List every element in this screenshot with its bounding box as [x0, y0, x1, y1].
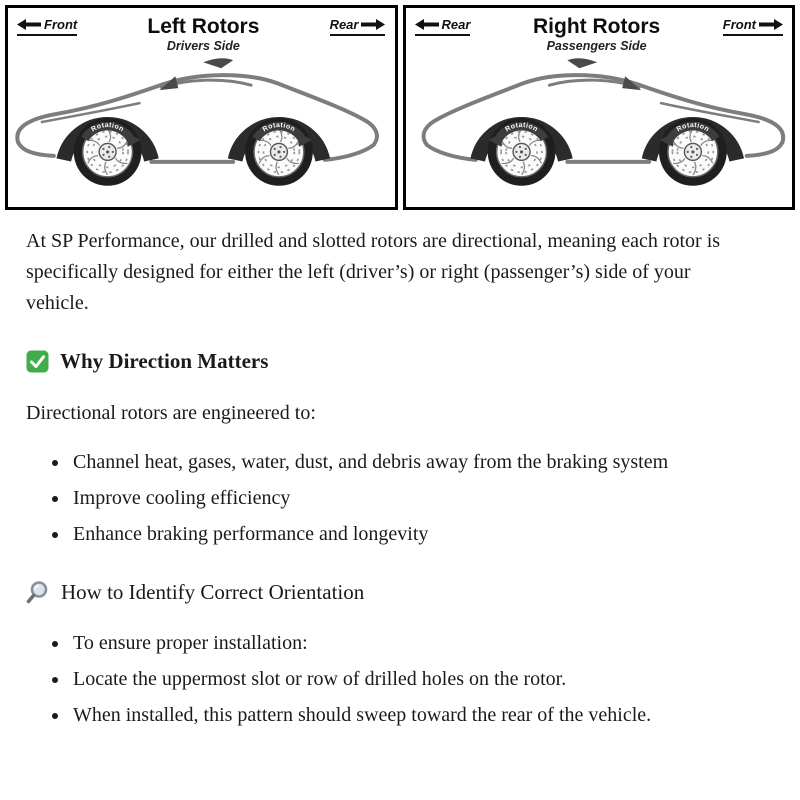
rotation-label: Rotation [504, 122, 538, 134]
rear-rotor: Rotation [245, 118, 313, 186]
list-item: To ensure proper installation: [70, 628, 725, 659]
arrow-right-icon [361, 19, 386, 30]
check-mark-icon [26, 350, 49, 373]
section1-lead: Directional rotors are engineered to: [26, 401, 316, 424]
rotation-label: Rotation [675, 122, 709, 134]
right-rotors-panel: Rear Right Rotors Passengers Side Front [402, 5, 795, 210]
section-heading-why-direction-matters: Why Direction Matters [26, 345, 774, 378]
rear-direction-label: Rear [329, 17, 386, 36]
left-panel-title-block: Left Rotors Drivers Side [147, 15, 259, 53]
rotation-arrow [81, 122, 135, 142]
svg-text:Rotation: Rotation [675, 122, 710, 134]
rotor-direction-diagram: Front Left Rotors Drivers Side Rear [0, 0, 800, 210]
car-illustration-left: Rotation [15, 58, 379, 186]
magnifier-icon [26, 580, 50, 604]
front-label-text: Front [44, 17, 78, 32]
list-item: Channel heat, gases, water, dust, and de… [70, 447, 725, 478]
arrow-left-icon [414, 19, 439, 30]
front-label-text: Front [722, 17, 756, 32]
svg-text:Rotation: Rotation [90, 122, 125, 134]
list-item: Improve cooling efficiency [70, 483, 725, 514]
rear-rotor [487, 118, 555, 186]
roof-accent [203, 58, 234, 69]
rotation-label: Rotation [90, 122, 124, 134]
arrow-left-icon [17, 19, 41, 30]
intro-paragraph: At SP Performance, our drilled and slott… [26, 230, 721, 314]
svg-text:Rotation: Rotation [504, 122, 539, 134]
front-rotor: Rotation [73, 118, 142, 186]
rear-label-text: Rear [441, 17, 471, 32]
section-heading-identify-orientation: How to Identify Correct Orientation [26, 576, 774, 609]
front-rotor [658, 118, 727, 186]
rear-label-text: Rear [329, 17, 359, 32]
roof-accent [566, 58, 597, 69]
rotation-arrow [494, 122, 548, 142]
car-body-mirrored [421, 58, 785, 186]
side-mirror [621, 76, 641, 91]
panel-title: Left Rotors [147, 15, 260, 38]
svg-text:Rotation: Rotation [262, 122, 297, 134]
section1-list: Channel heat, gases, water, dust, and de… [26, 447, 774, 550]
right-panel-header: Rear Right Rotors Passengers Side Front [406, 8, 793, 53]
section2-list: To ensure proper installation: Locate th… [26, 628, 774, 731]
list-item: Enhance braking performance and longevit… [70, 519, 725, 550]
left-panel-header: Front Left Rotors Drivers Side Rear [8, 8, 395, 53]
list-item: When installed, this pattern should swee… [70, 700, 725, 731]
front-direction-label: Front [722, 17, 783, 36]
panel-subtitle: Passengers Side [546, 38, 647, 53]
right-panel-title-block: Right Rotors Passengers Side [533, 15, 660, 53]
rotation-arrow [665, 122, 719, 142]
panel-title: Right Rotors [533, 15, 661, 38]
car-illustration-right: Rotation Rotation [421, 58, 785, 186]
heading-text: How to Identify Correct Orientation [61, 579, 365, 604]
rear-direction-label: Rear [414, 17, 471, 36]
panel-subtitle: Drivers Side [166, 38, 240, 53]
left-rotors-panel: Front Left Rotors Drivers Side Rear [5, 5, 398, 210]
arrow-right-icon [758, 19, 783, 30]
rotation-label: Rotation [262, 122, 296, 134]
front-direction-label: Front [17, 17, 78, 36]
article: At SP Performance, our drilled and slott… [0, 210, 800, 731]
heading-text: Why Direction Matters [60, 349, 269, 373]
rotation-arrow [252, 122, 306, 142]
list-item: Locate the uppermost slot or row of dril… [70, 664, 725, 695]
side-mirror [159, 76, 179, 91]
